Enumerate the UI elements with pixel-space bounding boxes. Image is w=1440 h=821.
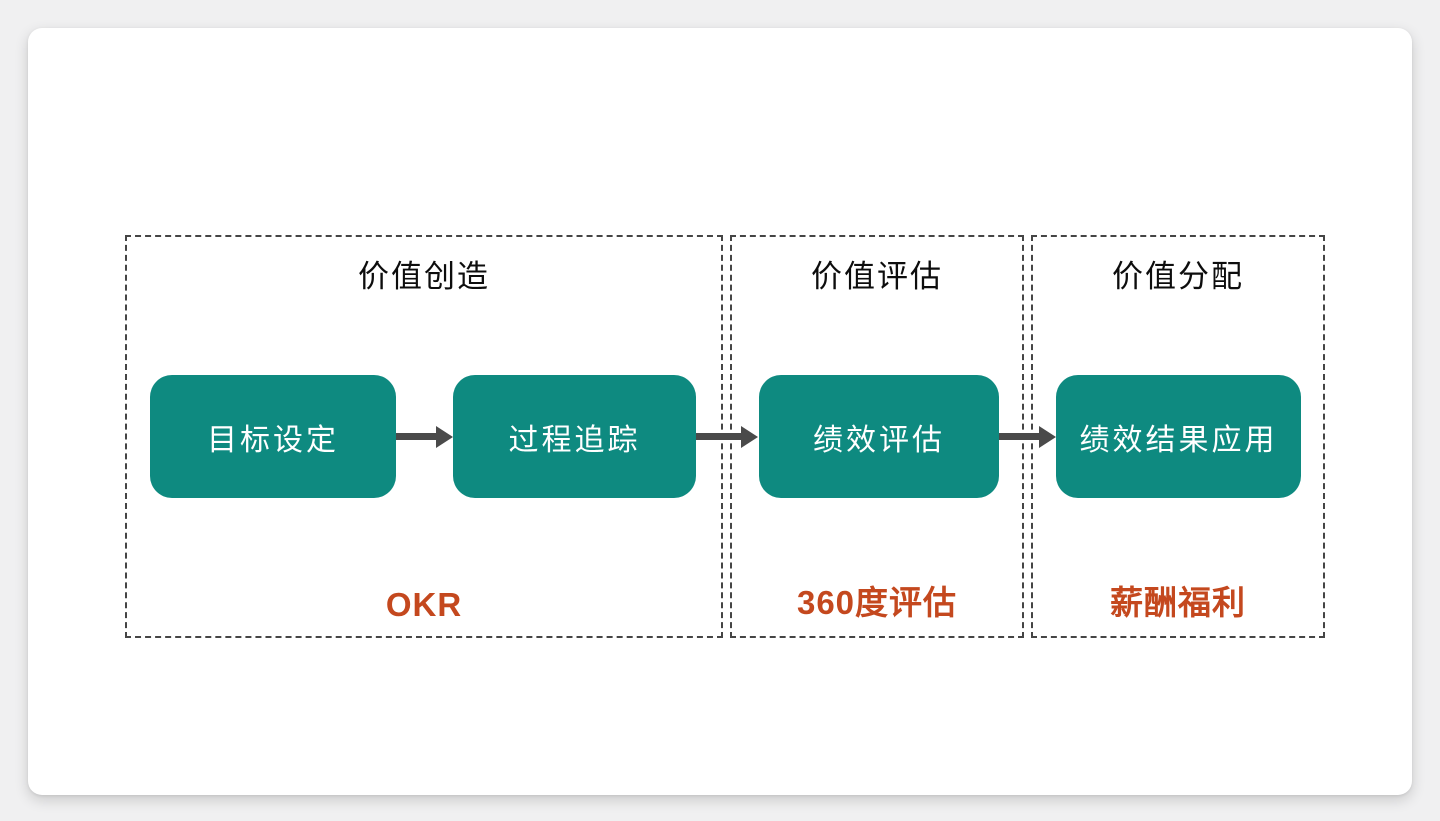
section-title: 价值创造	[358, 259, 490, 294]
step-performance-result-application: 绩效结果应用	[1056, 375, 1301, 498]
section-value-distribution: 价值分配 薪酬福利	[1031, 235, 1325, 638]
tool-label-compensation-benefits: 薪酬福利	[1110, 584, 1246, 621]
step-performance-evaluation: 绩效评估	[759, 375, 999, 498]
section-value-creation: 价值创造 OKR	[125, 235, 723, 638]
arrow-right-icon	[396, 433, 437, 440]
tool-label-okr: OKR	[385, 586, 463, 623]
section-title: 价值分配	[1112, 259, 1244, 294]
step-process-tracking: 过程追踪	[453, 375, 696, 498]
slide-card: 价值创造 OKR 价值评估 360度评估 价值分配 薪酬福利 目标设定 过程追踪…	[28, 28, 1412, 795]
step-goal-setting: 目标设定	[150, 375, 396, 498]
section-title: 价值评估	[811, 259, 943, 294]
tool-label-360-review: 360度评估	[796, 584, 958, 621]
arrow-right-icon	[696, 433, 742, 440]
arrow-right-icon	[999, 433, 1040, 440]
